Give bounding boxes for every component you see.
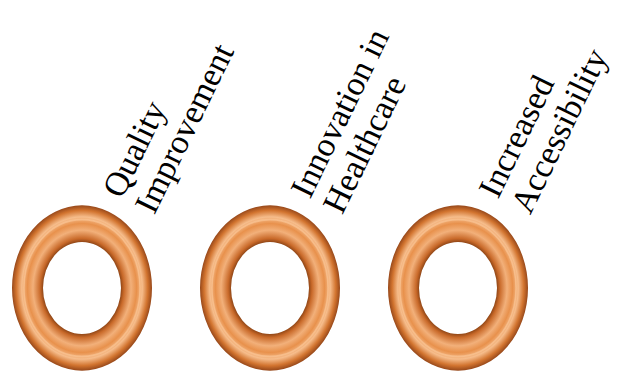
ring-label: Innovation in Healthcare: [284, 3, 438, 219]
ring-node: Innovation in Healthcare: [198, 203, 342, 373]
copper-ring: [10, 203, 154, 373]
ring-label: Quality Improvement: [96, 3, 250, 219]
ring-node: Increased Accessibility: [386, 203, 530, 373]
ring-body: [200, 205, 340, 370]
copper-ring: [198, 203, 342, 373]
ring-highlight: [24, 220, 140, 357]
ring-highlight: [212, 220, 328, 357]
ring-node: Quality Improvement: [10, 203, 154, 373]
ring-body: [12, 205, 152, 370]
copper-ring: [386, 203, 530, 373]
ring-body: [388, 205, 528, 370]
ring-highlight: [400, 220, 516, 357]
ring-label: Increased Accessibility: [472, 3, 622, 219]
